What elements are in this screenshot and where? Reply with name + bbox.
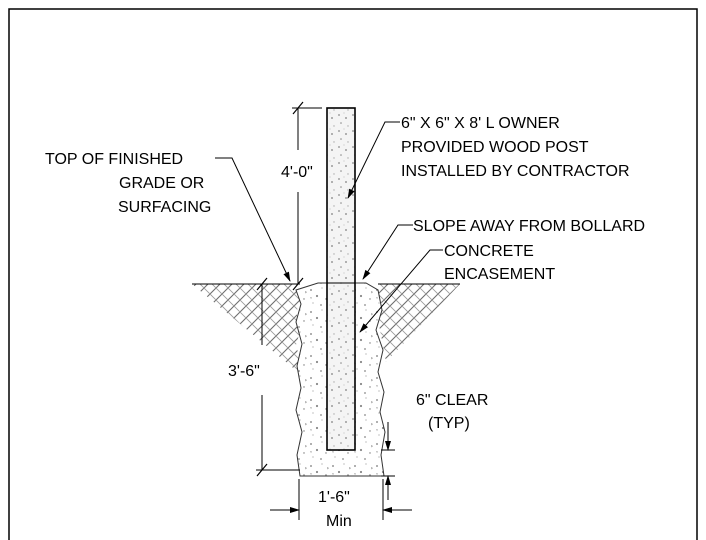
grade-label-line2: GRADE OR [119, 175, 204, 192]
encasement-leader [359, 249, 443, 333]
encasement-label-line2: ENCASEMENT [444, 266, 555, 283]
post-label-line1: 6" X 6" X 8' L OWNER [401, 115, 560, 132]
dim-below-grade-label: 3'-6" [228, 363, 260, 380]
sheet-border [8, 8, 698, 540]
clear-label-line1: 6" CLEAR [416, 392, 488, 409]
dim-tick-grade [292, 277, 304, 291]
grade-label-line3: SURFACING [118, 199, 211, 216]
earth-right [376, 284, 460, 362]
dim-above-grade-label: 4'-0" [281, 164, 313, 181]
encasement-label-line1: CONCRETE [444, 243, 534, 260]
earth-left [192, 284, 302, 372]
grade-label-line1: TOP OF FINISHED [45, 151, 183, 168]
slope-label: SLOPE AWAY FROM BOLLARD [413, 218, 645, 235]
footing-width-label: 1'-6" [318, 489, 350, 506]
post-leader [347, 121, 400, 199]
grade-leader [215, 157, 291, 282]
clear-label-line2: (TYP) [428, 415, 470, 432]
dim-tick-grade-2 [256, 277, 268, 291]
post-label-line3: INSTALLED BY CONTRACTOR [401, 163, 630, 180]
slope-leader [362, 224, 413, 280]
dim-tick-top [292, 101, 304, 115]
footing-width-note: Min [326, 513, 352, 530]
post-label-line2: PROVIDED WOOD POST [401, 139, 589, 156]
wood-post [326, 107, 356, 451]
